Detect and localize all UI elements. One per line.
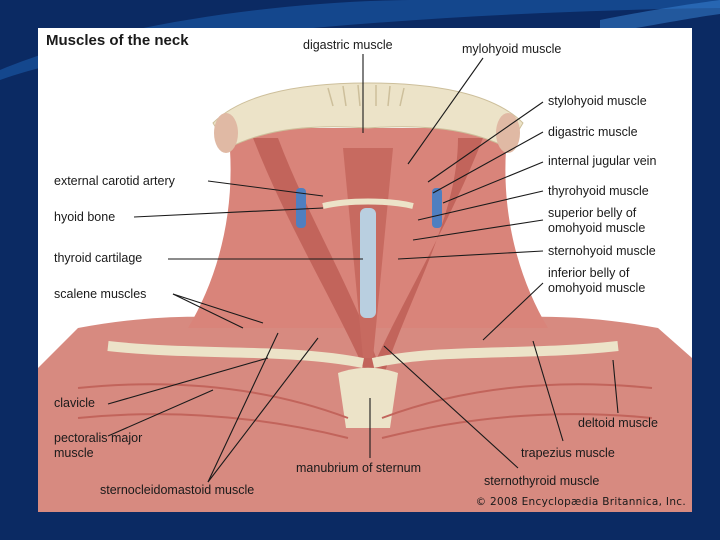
label-digastric-right: digastric muscle: [548, 125, 638, 139]
page-title: Muscles of the neck: [46, 32, 189, 49]
label-thyroid-cartilage: thyroid cartilage: [54, 251, 143, 265]
diagram-panel: Muscles of the neck digastric muscle myl…: [38, 28, 692, 512]
label-inferior-omohyoid: inferior belly of omohyoid muscle: [548, 266, 646, 295]
label-hyoid-bone: hyoid bone: [54, 210, 116, 224]
copyright-notice: © 2008 Encyclopædia Britannica, Inc.: [475, 496, 686, 508]
label-superior-omohyoid: superior belly of omohyoid muscle: [548, 206, 646, 235]
label-digastric-top: digastric muscle: [303, 38, 393, 52]
label-deltoid: deltoid muscle: [578, 416, 658, 430]
label-clavicle: clavicle: [54, 396, 95, 410]
label-sternohyoid: sternohyoid muscle: [548, 244, 656, 258]
label-scalene: scalene muscles: [54, 287, 147, 301]
label-sternothyroid: sternothyroid muscle: [484, 474, 600, 488]
label-mylohyoid: mylohyoid muscle: [462, 42, 562, 56]
label-sternocleidomastoid: sternocleidomastoid muscle: [100, 483, 255, 497]
label-internal-jugular: internal jugular vein: [548, 154, 657, 168]
label-pectoralis: pectoralis major muscle: [54, 431, 143, 460]
label-stylohyoid: stylohyoid muscle: [548, 94, 647, 108]
label-trapezius: trapezius muscle: [521, 446, 615, 460]
label-manubrium: manubrium of sternum: [296, 461, 422, 475]
label-thyrohyoid: thyrohyoid muscle: [548, 184, 649, 198]
label-external-carotid: external carotid artery: [54, 174, 175, 188]
